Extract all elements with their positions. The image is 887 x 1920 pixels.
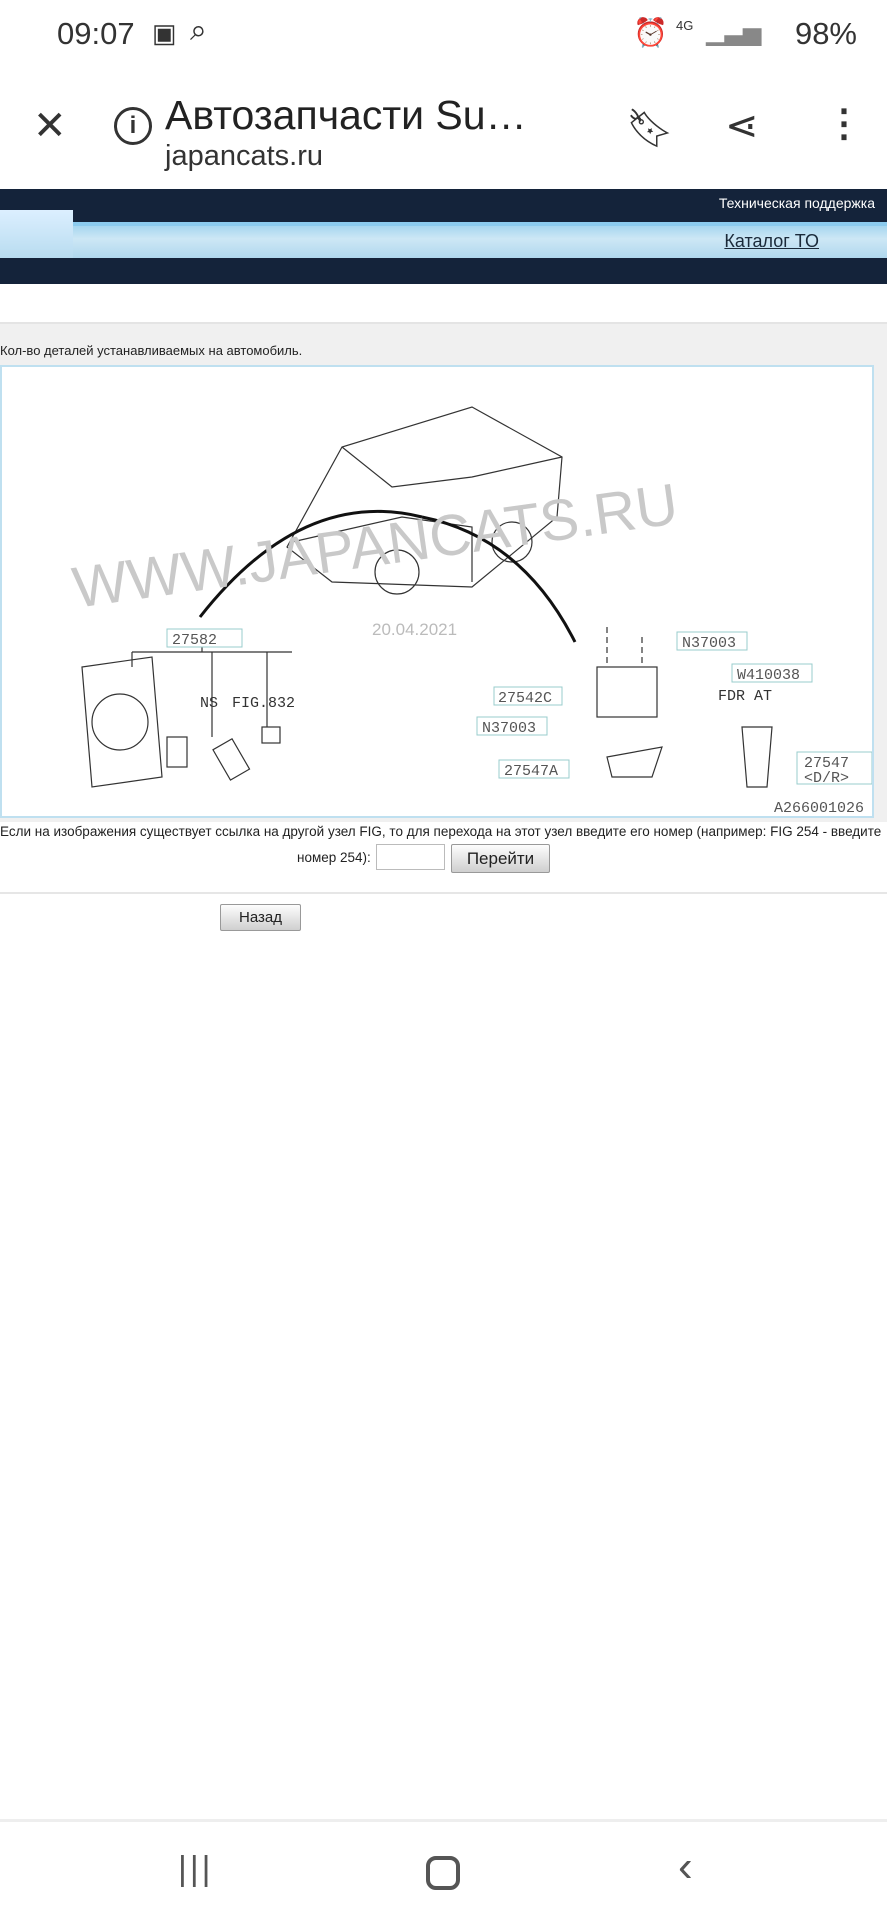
clock: 09:07 xyxy=(57,16,135,51)
clock-spring-drawing xyxy=(81,647,292,788)
qty-label: Кол-во деталей устанавливаемых на автомо… xyxy=(0,343,303,358)
svg-text:W410038: W410038 xyxy=(737,667,800,684)
leader-arc-left xyxy=(198,509,423,618)
watermark-date: 20.04.2021 xyxy=(372,620,457,639)
catalog-link[interactable]: Каталог ТО xyxy=(724,231,819,251)
android-nav-bar: ||| ‹ xyxy=(0,1819,887,1920)
fig-number-input[interactable] xyxy=(376,844,445,870)
svg-text:N37003: N37003 xyxy=(682,635,736,652)
svg-text:<D/R>: <D/R> xyxy=(804,770,849,787)
site-logo-area xyxy=(0,210,73,258)
support-link[interactable]: Техническая поддержка xyxy=(718,195,875,211)
gallery-icon: ▣ xyxy=(152,18,177,48)
browser-toolbar: ✕ i 🔖︎ ⋖ ⋮ xyxy=(0,67,887,185)
sensor-drawing xyxy=(596,627,773,788)
svg-text:27582: 27582 xyxy=(172,632,217,649)
search-icon: ⌕ xyxy=(190,14,207,47)
bookmark-icon[interactable]: 🔖︎ xyxy=(626,108,675,150)
battery-level: 98% xyxy=(794,16,857,51)
svg-text:N37003: N37003 xyxy=(482,720,536,737)
svg-text:27547: 27547 xyxy=(804,755,849,772)
svg-text:NS: NS xyxy=(200,695,218,712)
more-icon[interactable]: ⋮ xyxy=(825,103,863,145)
leader-arc-right xyxy=(421,515,577,643)
info-icon[interactable]: i xyxy=(114,107,152,145)
fig-note: Если на изображения существует ссылка на… xyxy=(0,824,882,839)
svg-text:27547A: 27547A xyxy=(504,763,558,780)
svg-text:27542C: 27542C xyxy=(498,690,552,707)
back-icon[interactable]: ‹ xyxy=(678,1842,693,1891)
watermark: WWW.JAPANCATS.RU xyxy=(69,471,682,620)
site-nav-bar xyxy=(0,222,887,258)
status-bar: 09:07 ▣ ⌕ ⏰ 4G ▁▃▅ 98% xyxy=(0,0,887,67)
close-icon[interactable]: ✕ xyxy=(33,104,67,148)
home-icon[interactable] xyxy=(426,1856,460,1890)
fig-note-end: номер 254): xyxy=(297,850,371,865)
network-type: 4G xyxy=(676,18,694,33)
alarm-icon: ⏰ xyxy=(633,17,668,48)
diagram-code: A266001026 xyxy=(774,800,864,816)
svg-text:FIG.832: FIG.832 xyxy=(232,695,295,712)
svg-text:FDR AT: FDR AT xyxy=(718,688,772,705)
page-title: Автозапчасти Su… xyxy=(165,92,527,138)
car-drawing xyxy=(286,406,563,595)
share-icon[interactable]: ⋖ xyxy=(725,104,759,148)
signal-icon: ▁▃▅ xyxy=(706,19,762,46)
back-button[interactable]: Назад xyxy=(220,904,301,931)
go-button[interactable]: Перейти xyxy=(451,844,550,873)
divider xyxy=(0,892,887,894)
page-url[interactable]: japancats.ru xyxy=(165,140,323,172)
parts-diagram[interactable]: WWW.JAPANCATS.RU 20.04.2021 27582 NS FIG… xyxy=(0,365,874,818)
recent-apps-icon[interactable]: ||| xyxy=(178,1850,214,1888)
